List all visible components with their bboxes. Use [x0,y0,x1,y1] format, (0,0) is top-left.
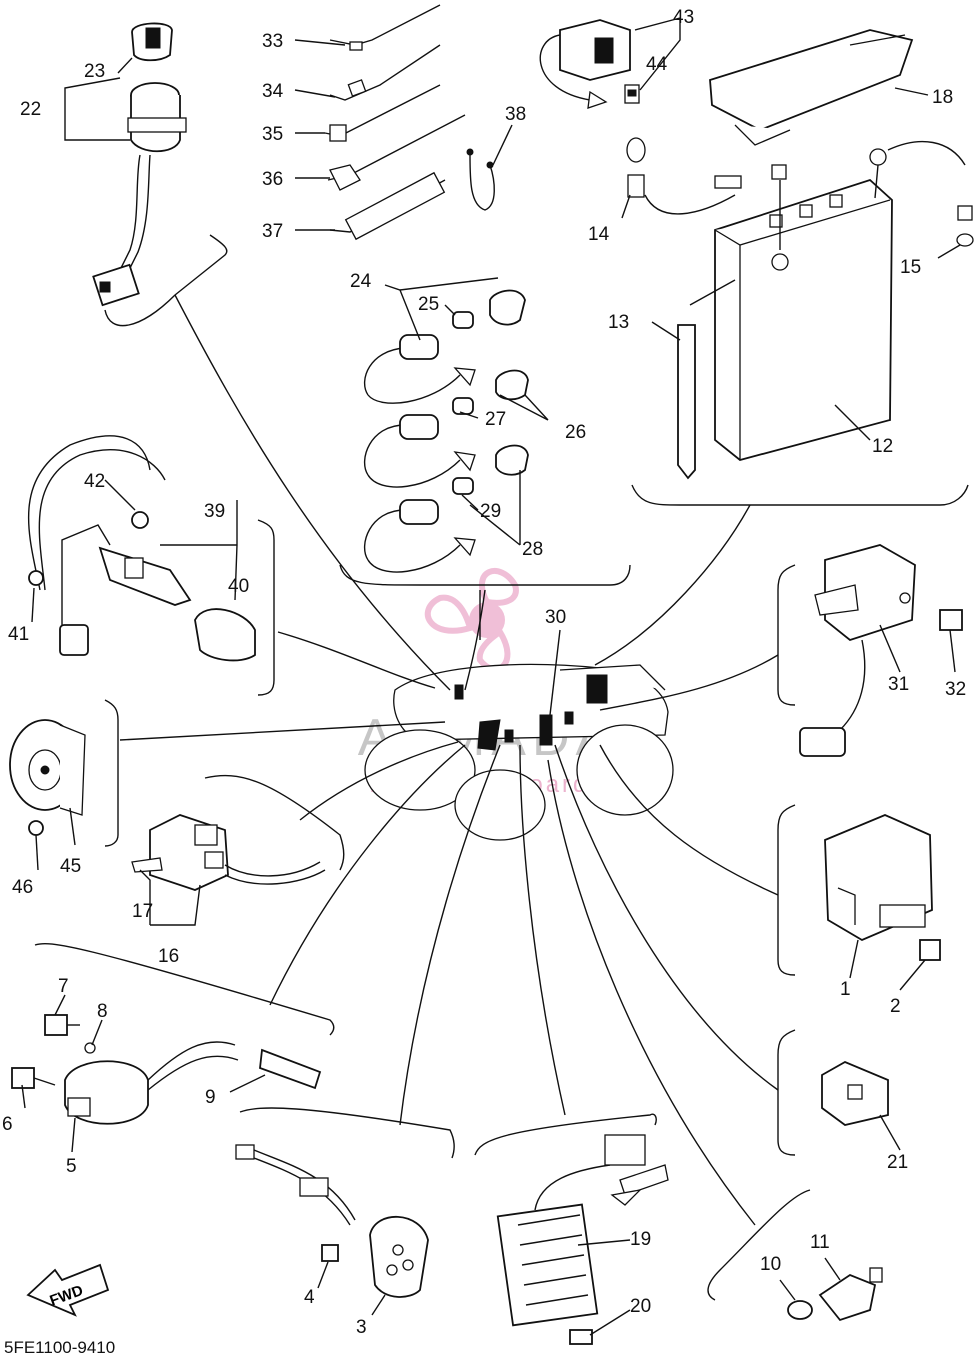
callout-1: 1 [840,979,851,1000]
callout-6: 6 [2,1114,13,1135]
callout-25: 25 [418,294,439,315]
callout-14: 14 [588,224,610,245]
battery-lead-14 [626,137,742,215]
callout-pointers [21,17,961,1336]
relay-43-44 [539,19,640,109]
callout-24: 24 [350,271,372,292]
callout-15: 15 [900,257,921,278]
ignition-coil-5 [11,1014,322,1125]
callout-39: 39 [204,501,225,522]
callout-43: 43 [673,7,694,28]
relay-cover-21 [821,1060,889,1126]
callout-11: 11 [810,1232,830,1253]
starter-relay-16 [131,814,326,891]
callout-37: 37 [262,221,283,242]
group-brackets [34,234,969,1301]
cable-ties-group [324,4,466,241]
rectifier-regulator-19 [496,1134,669,1345]
relay-1 [824,814,941,961]
spark-plug-caps-group [363,289,529,573]
callout-5: 5 [66,1156,77,1177]
callout-9: 9 [205,1087,216,1108]
cdi-unit-31 [799,544,963,757]
part-38-lead [466,148,495,211]
callout-20: 20 [630,1296,651,1317]
callout-23: 23 [84,61,105,82]
breather-tube-13 [677,279,736,480]
callout-42: 42 [84,471,105,492]
callout-13: 13 [608,312,629,333]
callout-26: 26 [565,422,586,443]
callout-33: 33 [262,31,283,52]
callout-labels: 1 2 3 4 5 6 7 8 9 10 11 12 13 14 15 16 1… [2,7,966,1338]
leader-lines [119,294,779,1226]
callout-36: 36 [262,169,283,190]
callout-4: 4 [304,1287,315,1308]
horn-45 [9,719,86,836]
callout-16: 16 [158,946,179,967]
callout-17: 17 [132,901,153,922]
switch-assembly-39-42 [28,435,256,662]
callout-40: 40 [228,576,249,597]
callout-31: 31 [888,674,909,695]
callout-44: 44 [646,54,668,75]
callout-10: 10 [760,1254,781,1275]
callout-29: 29 [480,501,501,522]
callout-28: 28 [522,539,543,560]
callout-46: 46 [12,877,33,898]
battery-12 [714,164,893,461]
callout-18: 18 [932,87,953,108]
callout-38: 38 [505,104,526,125]
pickup-coil-3 [235,1144,429,1298]
battery-lead-15 [869,140,974,247]
callout-27: 27 [485,409,506,430]
callout-22: 22 [20,99,41,120]
callout-41: 41 [8,624,29,645]
callout-30: 30 [545,607,566,628]
battery-location-marker [586,674,608,704]
forward-direction-arrow: FWD [26,1263,110,1317]
battery-cover-18 [709,29,914,146]
diagram-code: 5FE1100-9410 [4,1338,115,1357]
callout-21: 21 [887,1152,908,1173]
callout-7: 7 [58,976,69,997]
callout-19: 19 [630,1229,651,1250]
callout-2: 2 [890,996,901,1017]
callout-12: 12 [872,436,893,457]
callout-3: 3 [356,1317,367,1338]
callout-35: 35 [262,124,283,145]
callout-45: 45 [60,856,81,877]
vehicle-outline [364,663,674,841]
main-switch-assembly [92,22,187,307]
neutral-switch-11 [787,1267,883,1322]
callout-32: 32 [945,679,966,700]
callout-8: 8 [97,1001,108,1022]
callout-34: 34 [262,81,284,102]
